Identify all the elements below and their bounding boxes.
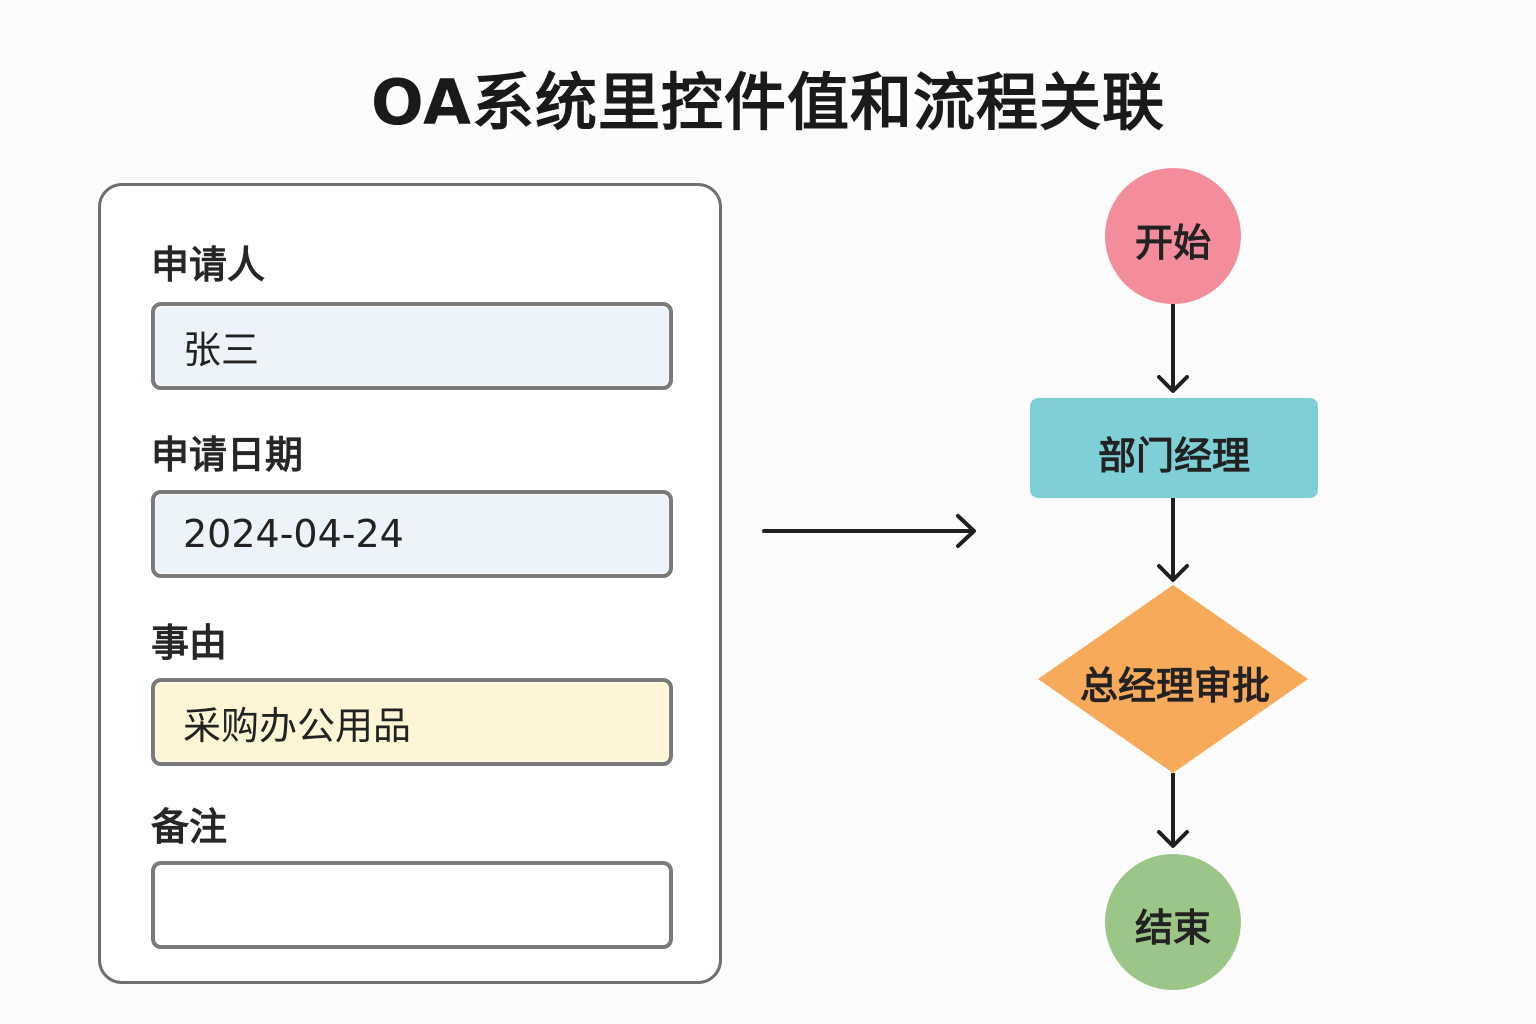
general-manager-approval-label: 总经理审批 [1079, 664, 1270, 708]
general-manager-approval-node[interactable] [1038, 585, 1308, 773]
field-input-applicant[interactable]: 张三 [151, 302, 673, 390]
end-node[interactable] [1105, 854, 1241, 990]
start-node[interactable] [1105, 168, 1241, 304]
flowchart [1030, 168, 1318, 990]
field-label-application-date: 申请日期 [151, 433, 304, 477]
field-input-remarks[interactable] [151, 861, 673, 949]
end-node-label: 结束 [1134, 906, 1211, 950]
department-manager-node[interactable] [1030, 398, 1318, 498]
application-form: 申请人 张三 申请日期 2024-04-24 事由 采购办公用品 备注 [98, 183, 722, 984]
field-label-remarks: 备注 [151, 805, 228, 849]
department-manager-label: 部门经理 [1097, 434, 1250, 478]
field-input-application-date[interactable]: 2024-04-24 [151, 490, 673, 578]
diagram-title: OA系统里控件值和流程关联 [370, 66, 1166, 139]
start-node-label: 开始 [1134, 221, 1211, 265]
connector-arrow-icon [762, 514, 976, 548]
field-label-applicant: 申请人 [151, 243, 266, 287]
field-input-reason[interactable]: 采购办公用品 [151, 678, 673, 766]
field-label-reason: 事由 [151, 621, 228, 665]
